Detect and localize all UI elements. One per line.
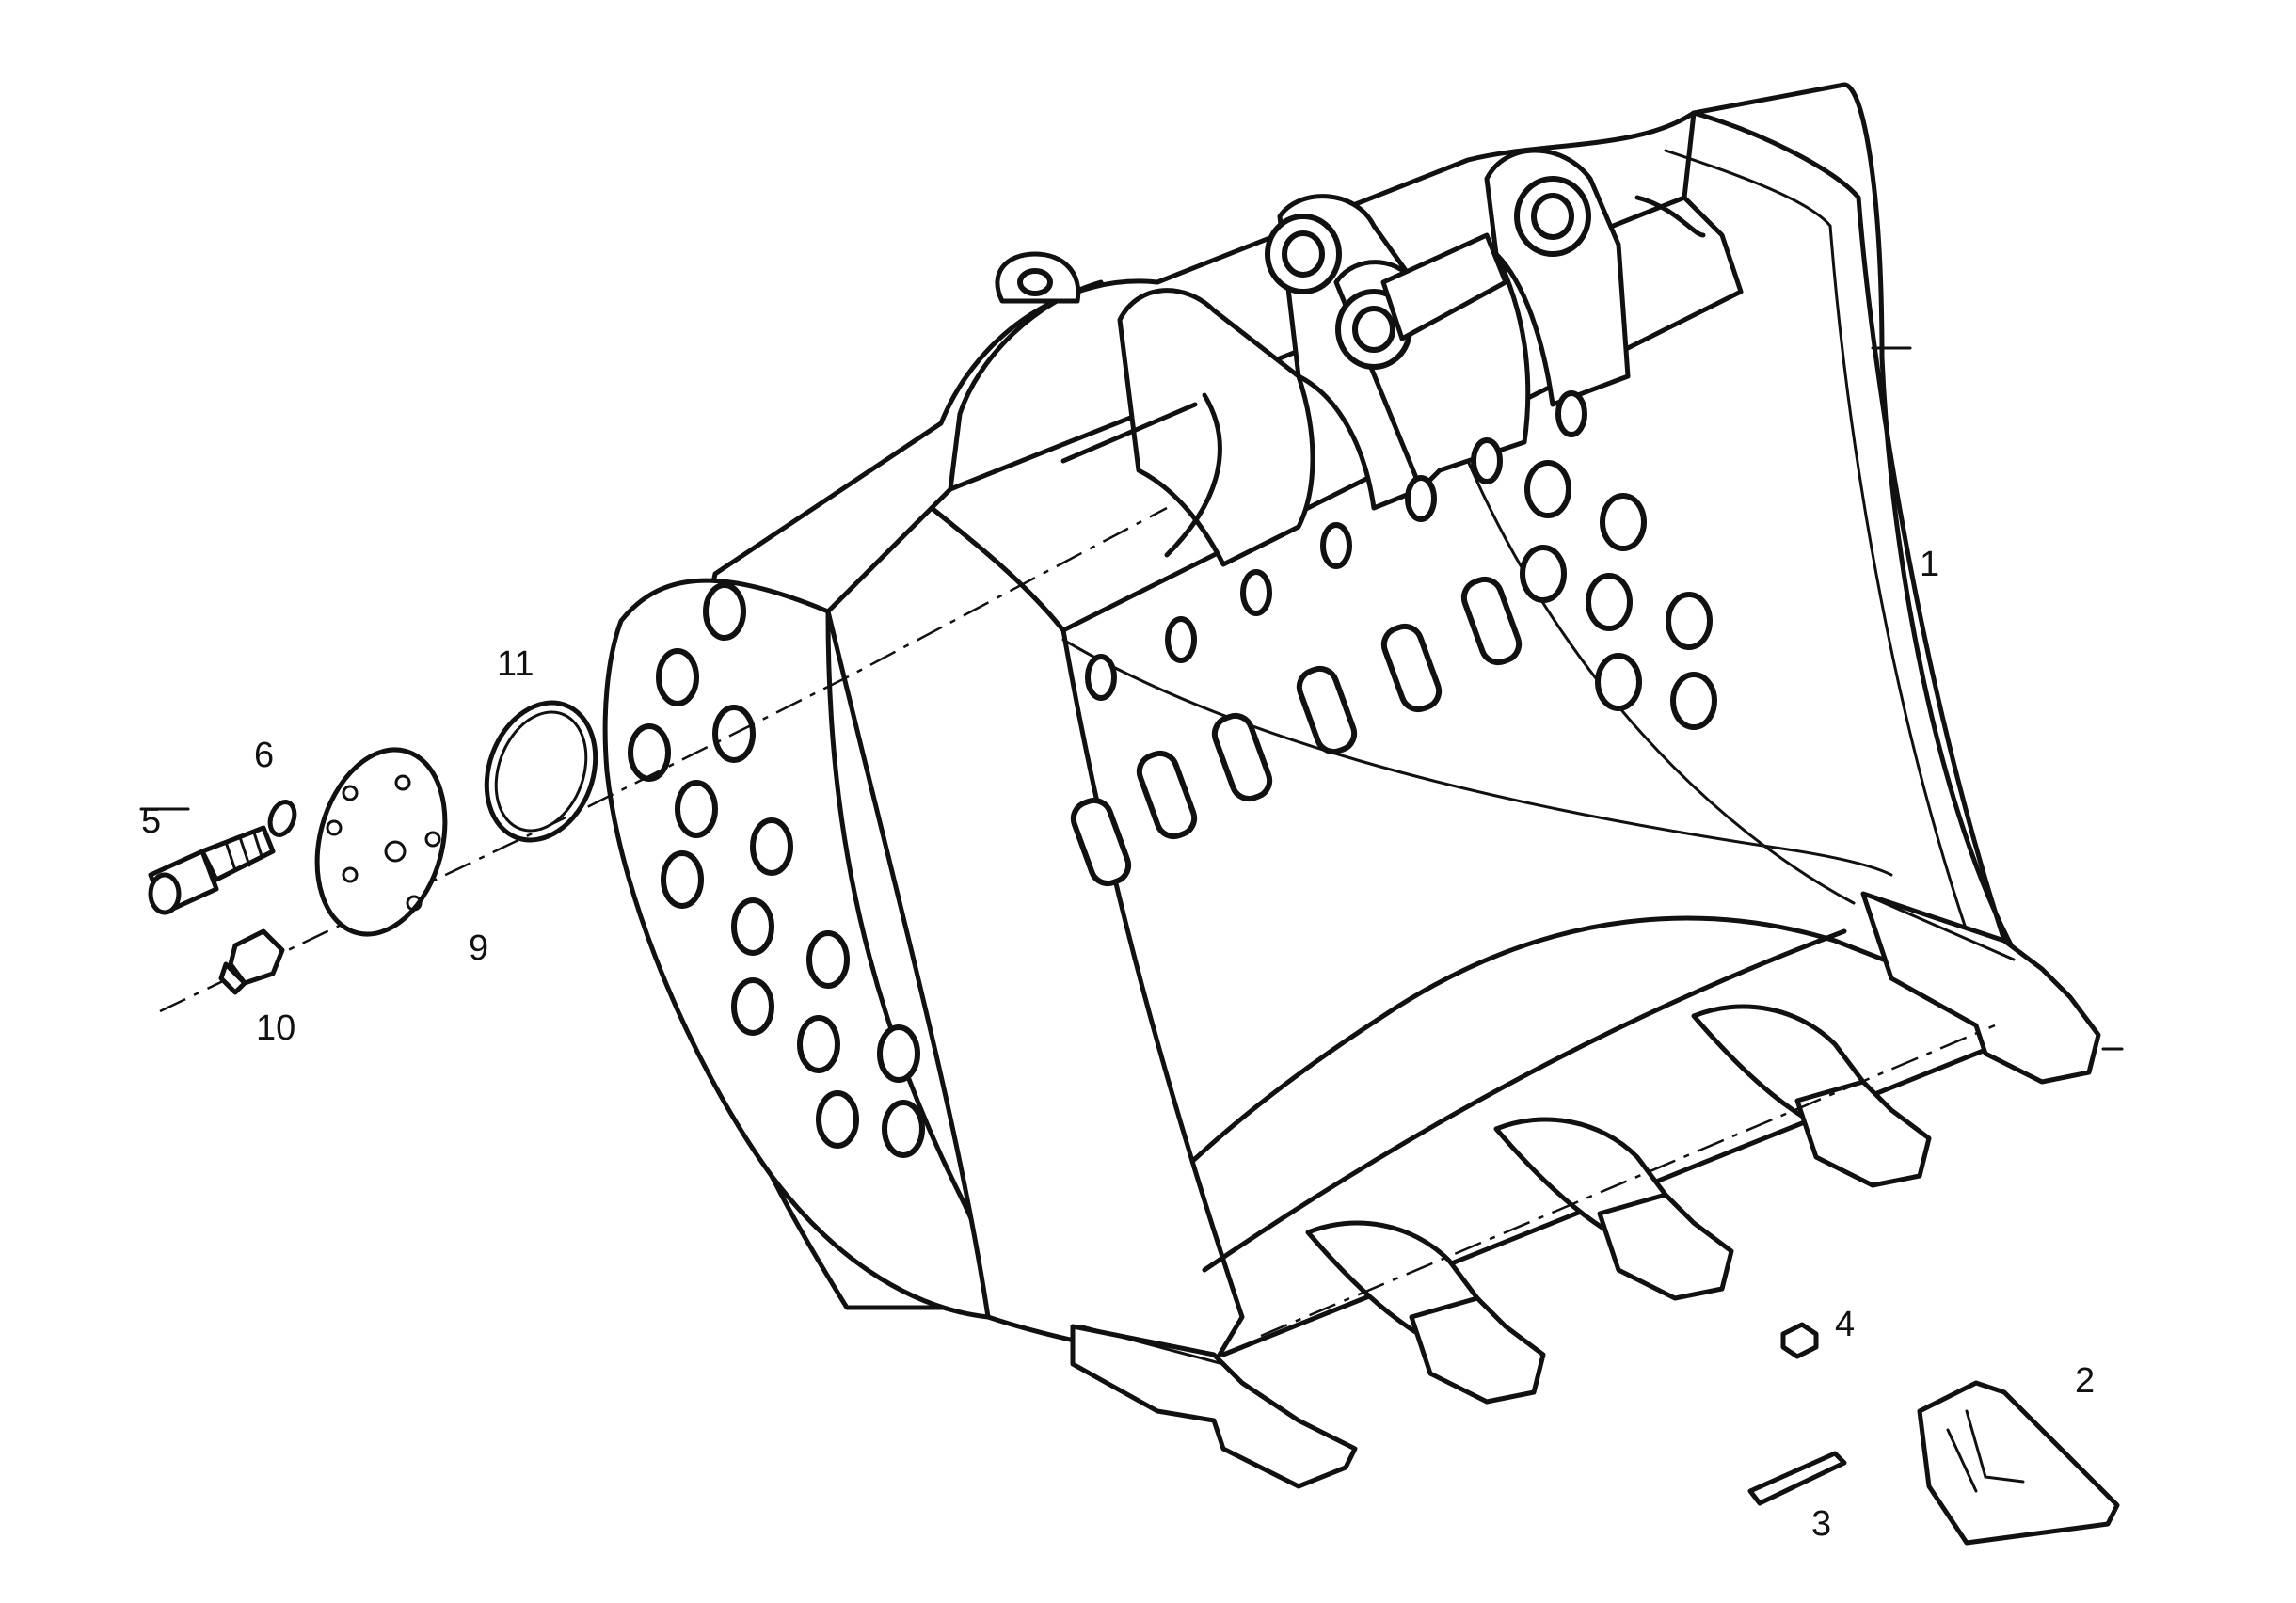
cover-hole-5 <box>342 866 359 883</box>
bucket-right-inner-curve <box>1466 459 1856 905</box>
lifting-eye-hole <box>1017 268 1053 296</box>
cover-hole-3 <box>424 831 441 848</box>
right-hole-2 <box>1600 493 1647 551</box>
right-hole-7 <box>1670 672 1717 730</box>
left-hole-12 <box>877 1024 920 1083</box>
seal-ring-inner <box>494 710 588 833</box>
bucket-right-side-inner <box>1664 149 1969 933</box>
tooth-2 <box>1493 1117 1734 1301</box>
callout-1: 1 <box>1920 545 1939 584</box>
top-slot <box>1060 402 1198 464</box>
right-hole-4 <box>1586 573 1633 631</box>
wear-slot-4 <box>1296 665 1358 755</box>
pin-bushing-3-inner <box>1531 193 1574 240</box>
right-hole-5 <box>1666 592 1713 650</box>
left-hole-3 <box>628 723 671 782</box>
cover-hole-1 <box>342 785 359 802</box>
left-hole-6 <box>750 817 793 876</box>
left-hole-13 <box>816 1090 859 1149</box>
callout-labels: 1 2 3 4 5 6 9 10 11 <box>141 545 2095 1544</box>
bucket-inner-floor-edge <box>1202 928 1847 1273</box>
left-hole-8 <box>731 897 774 956</box>
tooth-1 <box>1305 1220 1546 1405</box>
corner-adapter-left <box>1070 1324 1358 1489</box>
slot-top-1 <box>1085 654 1117 701</box>
wear-slot-3 <box>1211 712 1273 802</box>
leader-lines <box>139 807 2124 1051</box>
grease-nipple <box>218 928 285 995</box>
callout-6: 6 <box>254 736 274 775</box>
left-hole-5 <box>675 780 718 838</box>
callout-2: 2 <box>2075 1361 2095 1401</box>
side-cutter-left <box>1080 1325 1225 1366</box>
tooth-3 <box>1691 1004 1932 1188</box>
corner-adapter-right <box>1860 891 2101 1085</box>
wear-slot-1 <box>1070 797 1132 887</box>
top-slot-row <box>1085 390 1587 701</box>
slot-top-4 <box>1320 522 1352 569</box>
bucket-right-side-edge <box>1691 110 2007 944</box>
callout-4: 4 <box>1835 1305 1855 1344</box>
exploded-hardware <box>148 506 1168 1013</box>
teeth-row <box>1260 1004 1996 1405</box>
spare-tooth <box>1917 1380 2120 1546</box>
slot-top-2 <box>1165 616 1197 663</box>
pin-bushing-1-inner <box>1282 230 1325 278</box>
gusset-arc-right <box>1634 195 1706 238</box>
slot-top-6 <box>1471 437 1503 484</box>
callout-10: 10 <box>256 1008 295 1048</box>
spare-parts <box>1747 1322 2120 1546</box>
slot-top-5 <box>1405 475 1437 522</box>
cover-hole-6 <box>326 819 343 836</box>
callout-9: 9 <box>469 928 488 968</box>
left-hole-10 <box>731 977 774 1036</box>
left-hole-11 <box>797 1015 840 1073</box>
pin-bushing-2-inner <box>1352 306 1395 353</box>
hinge-brackets <box>1060 148 1706 567</box>
seal-ring <box>484 700 598 843</box>
left-side-holes <box>628 582 925 1158</box>
left-hole-1 <box>703 582 746 641</box>
cover-plate <box>314 747 448 937</box>
cover-hole-4 <box>406 895 423 912</box>
left-hole-9 <box>806 930 850 989</box>
left-hole-7 <box>661 850 704 909</box>
wear-slot-2 <box>1136 750 1198 840</box>
left-hole-2 <box>656 648 699 706</box>
right-wall-holes <box>1520 460 1717 730</box>
gusset-arc-left <box>1164 392 1222 558</box>
slot-top-3 <box>1240 569 1272 616</box>
retainer-pin <box>1747 1451 1847 1506</box>
rear-top-rim-2 <box>1682 110 1697 200</box>
callout-5: 5 <box>141 802 161 841</box>
washer <box>267 800 297 837</box>
wear-slot-6 <box>1460 576 1523 666</box>
cover-center-hole <box>384 840 407 863</box>
hinge-pin <box>1380 232 1508 341</box>
cover-hole-2 <box>394 774 411 791</box>
callout-11: 11 <box>497 644 534 684</box>
right-hole-1 <box>1524 460 1571 518</box>
side-cutter-right <box>1861 892 2016 961</box>
slot-top-7 <box>1555 390 1587 437</box>
right-hole-3 <box>1520 545 1567 603</box>
right-hole-6 <box>1595 653 1642 711</box>
corner-adapters <box>1070 891 2101 1489</box>
callout-3: 3 <box>1811 1504 1831 1544</box>
wear-slot-5 <box>1380 623 1443 713</box>
retainer-lock <box>1780 1322 1819 1359</box>
bucket-inner-curve <box>1061 638 1893 877</box>
wear-slot-row <box>1070 576 1523 887</box>
bolt <box>148 825 276 915</box>
left-hole-14 <box>882 1100 925 1158</box>
cutting-edge-centerline <box>1260 1024 1996 1338</box>
